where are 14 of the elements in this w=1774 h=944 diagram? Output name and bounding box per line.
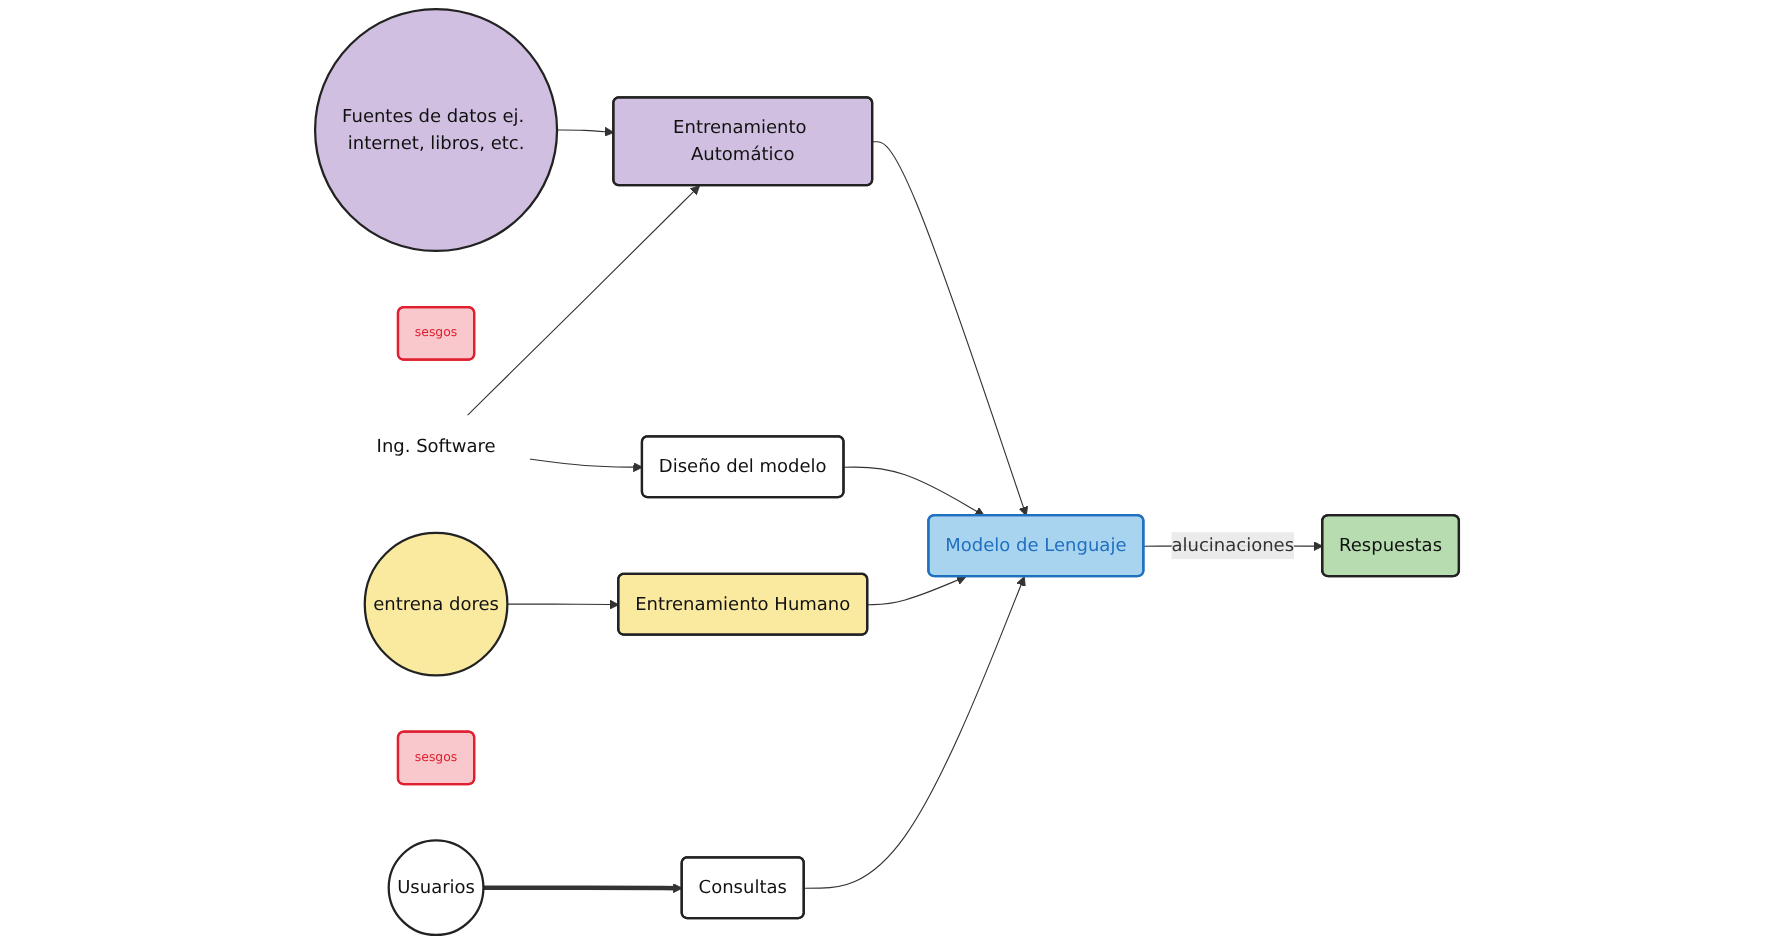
node-circle: Usuarios — [387, 839, 485, 937]
arrow — [556, 126, 615, 137]
node-circle: Fuentes de datos ej. internet, libros, etc. — [313, 7, 559, 253]
edge-label: alucinaciones — [1171, 534, 1295, 556]
arrow — [528, 458, 643, 473]
arrow — [843, 466, 985, 517]
arrow — [867, 575, 967, 606]
arrow — [483, 883, 683, 894]
arrow — [466, 185, 700, 417]
node-circle: entrena dores — [363, 531, 509, 677]
arrow — [872, 141, 1029, 517]
node-text: Ing. Software — [376, 434, 496, 457]
arrow — [506, 599, 620, 610]
arrow — [803, 576, 1026, 889]
